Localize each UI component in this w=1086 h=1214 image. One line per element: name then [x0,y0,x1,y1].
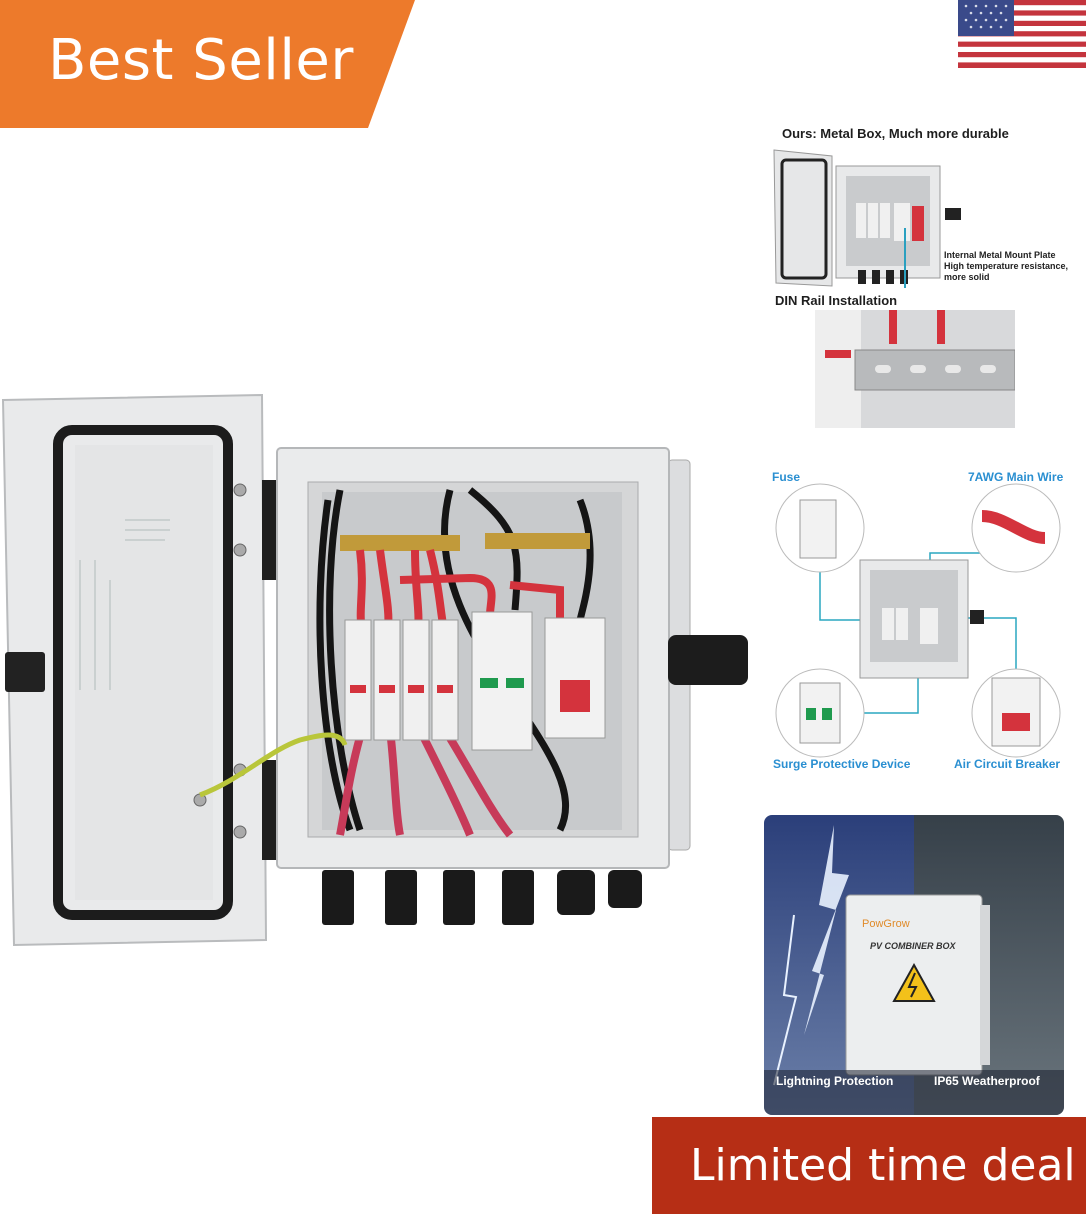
best-seller-label: Best Seller [48,28,354,93]
weather-image: PowGrow PV COMBINER BOX [764,815,1064,1115]
metal-box-title: Ours: Metal Box, Much more durable [782,126,1009,141]
product-text: PV COMBINER BOX [870,941,957,951]
lightning-label: Lightning Protection [776,1074,894,1088]
component-diagram [775,483,1061,758]
weatherproof-label: IP65 Weatherproof [934,1074,1040,1088]
limited-deal-banner [652,1117,1086,1214]
combiner-box-image [1,393,748,947]
breaker-label: Air Circuit Breaker [954,757,1061,771]
us-flag-icon [958,0,1086,68]
din-rail-title: DIN Rail Installation [775,293,898,308]
fuse-label: Fuse [772,470,801,484]
best-seller-ribbon [0,0,415,128]
metal-box-image [773,149,961,288]
mount-plate-note: Internal Metal Mount Plate High temperat… [944,250,1069,282]
spd-label: Surge Protective Device [773,757,911,771]
limited-deal-label: Limited time deal [690,1140,1076,1191]
main-wire-label: 7AWG Main Wire [968,470,1064,484]
din-rail-image [815,310,1015,428]
brand-text: PowGrow [862,918,910,930]
